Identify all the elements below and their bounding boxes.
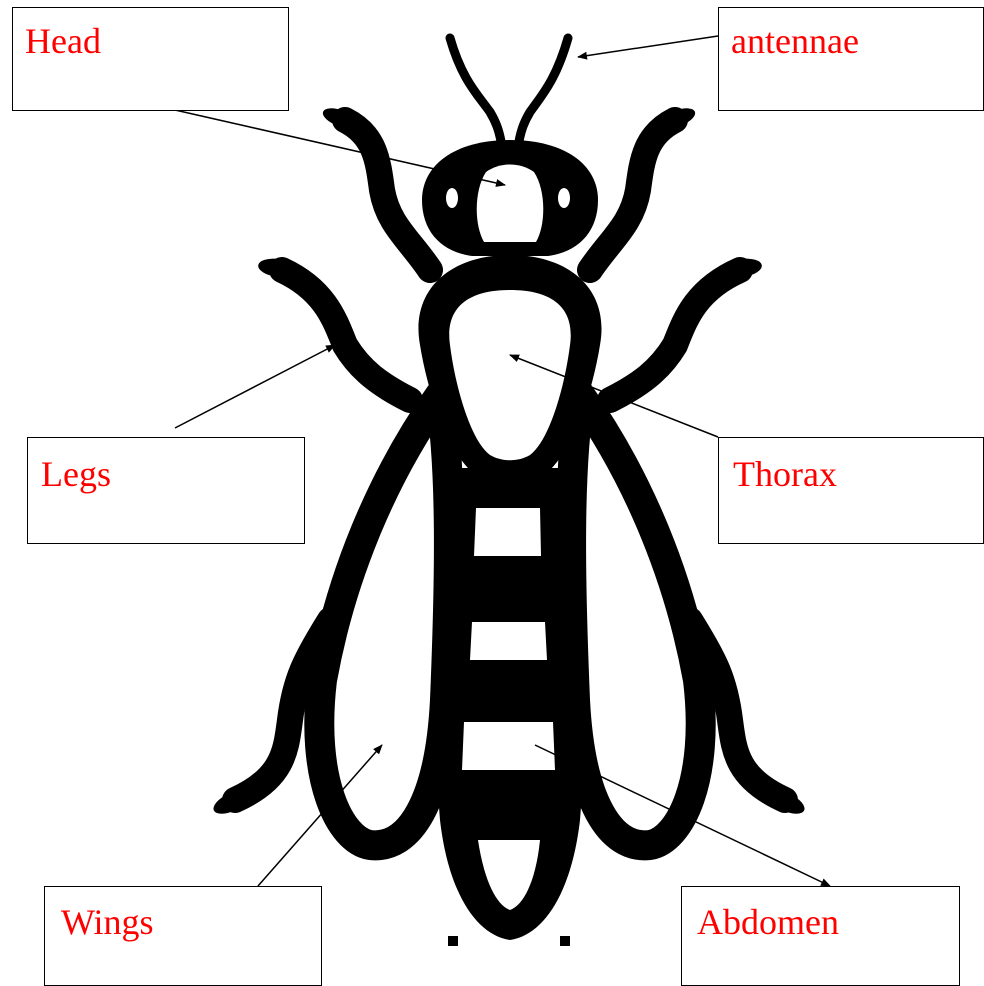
thorax-label-box: Thorax bbox=[718, 437, 984, 544]
legs-label-box: Legs bbox=[27, 437, 305, 544]
head-label-box: Head bbox=[12, 7, 289, 111]
antennae-pointer bbox=[578, 36, 718, 57]
wings-label-box: Wings bbox=[44, 886, 322, 986]
antennae-label: antennae bbox=[731, 20, 859, 62]
thorax-label: Thorax bbox=[733, 453, 837, 495]
head-shape bbox=[422, 140, 598, 256]
legs-label: Legs bbox=[41, 453, 111, 495]
antennae-label-box: antennae bbox=[718, 7, 984, 111]
abdomen-shape bbox=[436, 468, 584, 946]
head-label: Head bbox=[25, 20, 101, 62]
abdomen-label: Abdomen bbox=[697, 901, 839, 943]
antennae-shape bbox=[450, 38, 568, 148]
abdomen-label-box: Abdomen bbox=[681, 886, 960, 986]
legs-pointer bbox=[175, 345, 335, 428]
wings-label: Wings bbox=[61, 901, 154, 943]
